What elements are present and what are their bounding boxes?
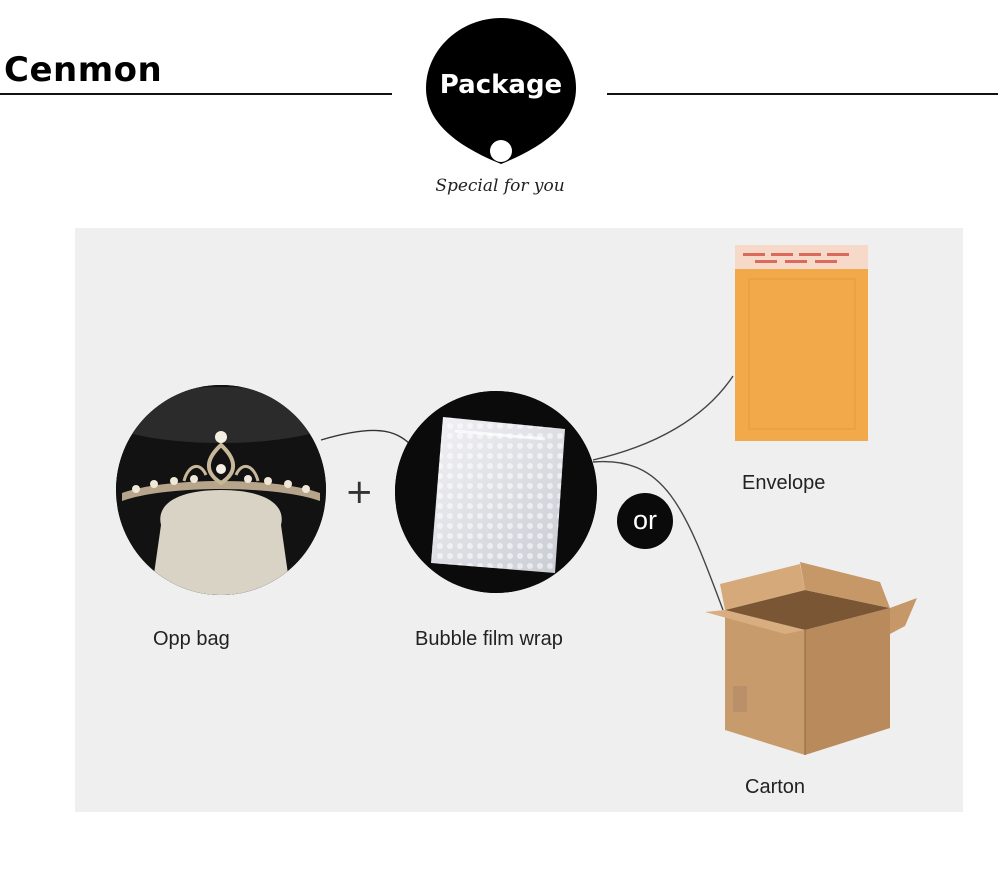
tiara-photo xyxy=(116,385,326,595)
bubble-film-label: Bubble film wrap xyxy=(415,628,563,650)
header-rule-left xyxy=(0,93,392,95)
carton-label: Carton xyxy=(745,776,806,798)
map-pin-icon xyxy=(426,18,576,164)
brand-name: Cenmon xyxy=(4,50,163,90)
or-badge: or xyxy=(617,493,673,549)
envelope-image xyxy=(735,245,868,441)
opp-bag-label: Opp bag xyxy=(153,628,230,650)
packaging-panel: + or xyxy=(75,228,963,812)
tiara-icon xyxy=(116,385,326,595)
tagline: Special for you xyxy=(435,176,565,196)
connector-lines xyxy=(320,375,734,611)
carton-image xyxy=(705,560,920,760)
header-rule-right xyxy=(607,93,998,95)
carton-box-icon xyxy=(705,562,917,755)
package-badge: Package xyxy=(422,16,580,176)
plus-sign: + xyxy=(345,472,374,512)
badge-title: Package xyxy=(439,70,563,100)
bubble-wrap-icon xyxy=(395,391,597,593)
envelope-label: Envelope xyxy=(742,472,826,494)
bubble-wrap-photo xyxy=(395,391,597,593)
envelope-icon xyxy=(735,245,868,441)
